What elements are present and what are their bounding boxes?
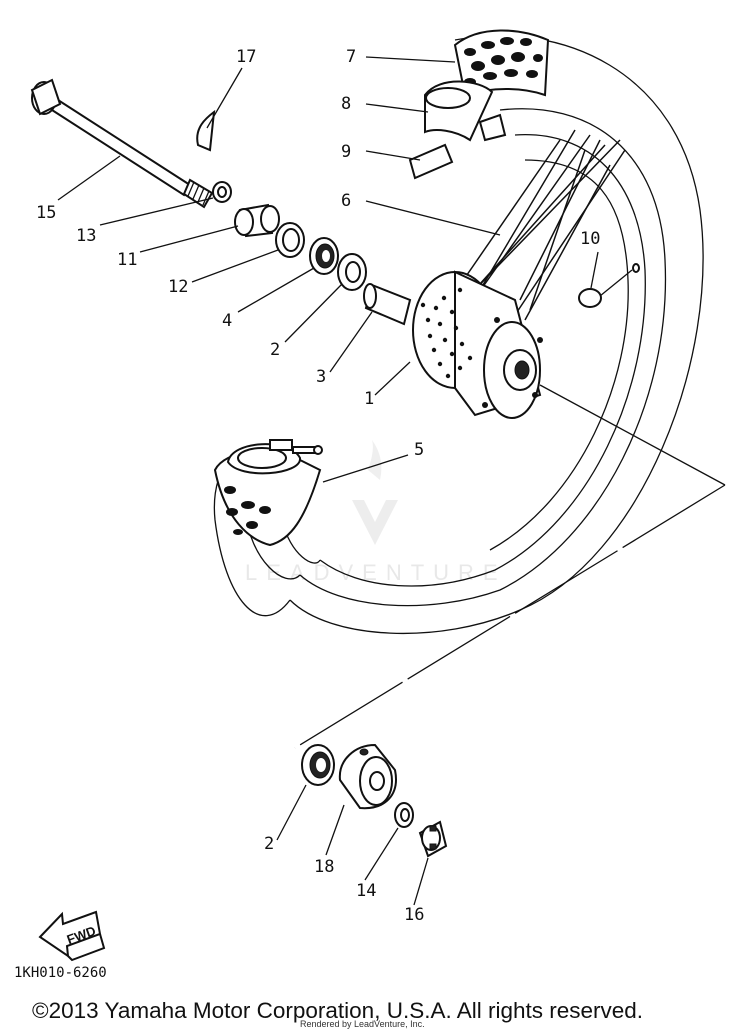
label-1: 1 <box>364 389 374 409</box>
callout-labels: 17 7 8 9 6 10 15 13 11 12 4 2 3 1 5 2 18… <box>36 47 600 925</box>
spokes <box>459 129 626 321</box>
axle-centerline <box>294 384 726 749</box>
label-6: 6 <box>341 191 351 211</box>
label-11: 11 <box>117 250 137 270</box>
front-tire <box>213 29 704 635</box>
right-side-hardware <box>301 743 448 858</box>
label-2-left: 2 <box>270 340 280 360</box>
label-13: 13 <box>76 226 96 246</box>
copyright-text: ©2013 Yamaha Motor Corporation, U.S.A. A… <box>32 998 643 1023</box>
label-5: 5 <box>414 440 424 460</box>
watermark-text: LEADVENTURE <box>245 560 507 585</box>
rendered-by-text: Rendered by LeadVenture, Inc. <box>300 1019 425 1029</box>
label-8: 8 <box>341 94 351 114</box>
label-14: 14 <box>356 881 376 901</box>
label-12: 12 <box>168 277 188 297</box>
label-16: 16 <box>404 905 424 925</box>
front-axle <box>30 78 214 209</box>
label-4: 4 <box>222 311 232 331</box>
label-2-right: 2 <box>264 834 274 854</box>
label-7: 7 <box>346 47 356 67</box>
front-hub <box>412 270 543 419</box>
rim-band-and-tube <box>408 80 507 180</box>
forward-arrow-icon: FWD <box>38 910 106 962</box>
cotter-pin <box>196 109 216 152</box>
label-10: 10 <box>580 229 600 249</box>
label-15: 15 <box>36 203 56 223</box>
left-side-hardware <box>212 181 412 326</box>
label-3: 3 <box>316 367 326 387</box>
leadventure-watermark: LEADVENTURE <box>245 440 507 585</box>
label-9: 9 <box>341 142 351 162</box>
valve-cap <box>578 263 640 308</box>
label-17: 17 <box>236 47 256 67</box>
diagram-code: 1KH010-6260 <box>14 965 107 981</box>
label-18: 18 <box>314 857 334 877</box>
leader-lines <box>57 56 599 906</box>
